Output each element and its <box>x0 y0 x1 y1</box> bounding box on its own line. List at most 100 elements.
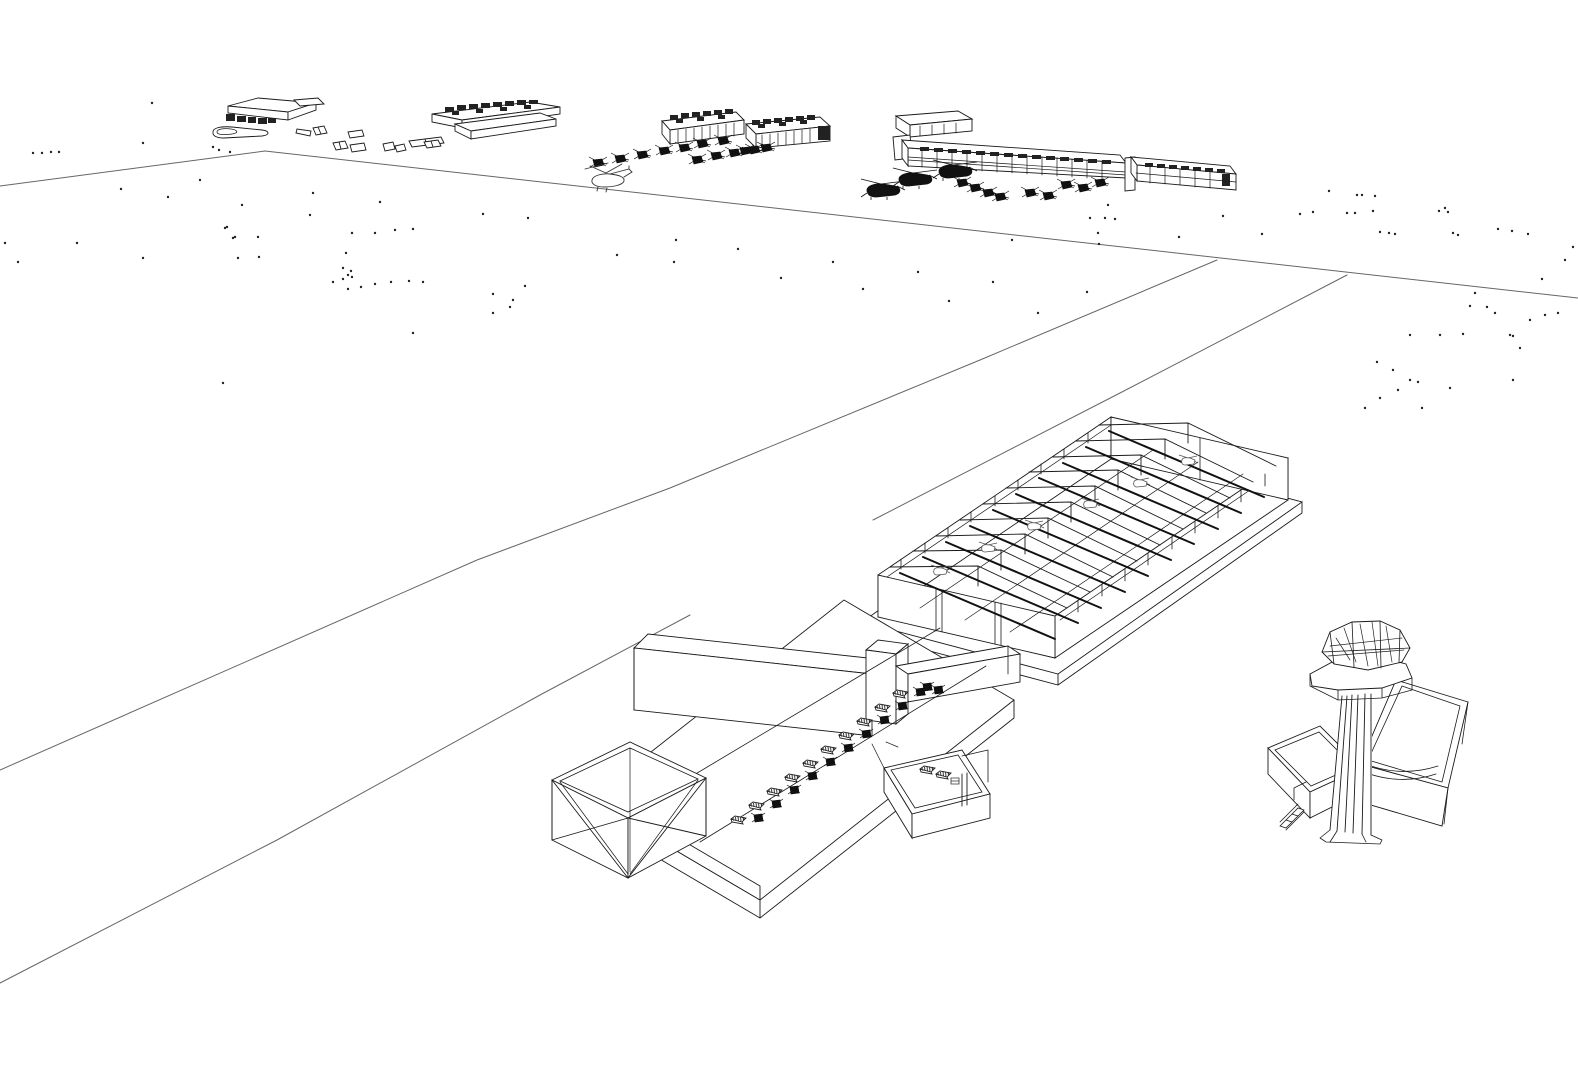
terrain-speck <box>1518 346 1522 350</box>
parked-helicopter <box>1020 186 1040 198</box>
yard-crate <box>873 703 891 713</box>
terrain-speck <box>1496 227 1500 231</box>
terrain-speck <box>1563 258 1567 262</box>
parked-helicopter <box>674 141 694 153</box>
terrain-speck <box>1556 311 1560 315</box>
parked-helicopter <box>706 149 726 161</box>
terrain-speck <box>233 235 237 239</box>
apron-horizon-edge <box>0 150 1578 299</box>
terrain-speck <box>228 150 232 154</box>
bldg-a-side <box>661 119 671 146</box>
terrain-speck <box>1327 189 1331 193</box>
bldg-a-roof-units <box>670 109 733 123</box>
terrain-speck <box>736 247 740 251</box>
yard-crate <box>729 815 747 825</box>
yard-crate <box>855 717 873 727</box>
terrain-speck <box>1298 212 1302 216</box>
terrain-speck <box>1085 290 1089 294</box>
terrain-speck <box>1345 211 1349 215</box>
terrain-speck <box>3 241 7 245</box>
terrain-speck <box>1540 277 1544 281</box>
parked-helicopter <box>1038 189 1058 201</box>
terrain-speck <box>1408 333 1412 337</box>
terrain-speck <box>341 277 345 281</box>
terrain-speck <box>916 270 920 274</box>
access-stairs <box>1279 803 1305 831</box>
tower-shaft-body <box>1330 694 1372 836</box>
yard-helicopter <box>840 742 856 753</box>
parked-helicopter <box>756 141 776 153</box>
parked-helicopter <box>952 176 972 188</box>
terrain-speck <box>1473 291 1477 295</box>
terrain-speck <box>231 236 235 240</box>
terrain-speck <box>1177 235 1181 239</box>
slab2-side <box>470 118 557 140</box>
yard-crate <box>819 745 837 755</box>
roof-truss-2-rafter <box>922 556 1079 624</box>
terrain-speck <box>491 311 495 315</box>
yard-platform-connector <box>871 741 899 769</box>
yard-crate <box>801 759 819 769</box>
terrain-speck <box>350 231 354 235</box>
pavilion-x-braces <box>551 777 707 879</box>
yard-crate <box>891 689 909 699</box>
parked-helicopter <box>610 152 630 164</box>
terrain-speck <box>1387 231 1391 235</box>
terrain-speck <box>166 195 170 199</box>
terrain-speck <box>481 212 485 216</box>
parked-helicopter <box>692 137 712 149</box>
terrain-speck <box>240 203 244 207</box>
roof-truss-6-rafter <box>1015 493 1172 561</box>
terminal-roof-dashes <box>920 147 1111 164</box>
parked-helicopter-large <box>860 178 906 200</box>
yard-wall-block-side <box>895 643 909 725</box>
terrain-speck <box>344 251 348 255</box>
terrain-speck <box>119 187 123 191</box>
terrain-speck <box>341 266 345 270</box>
parked-helicopter <box>1090 176 1110 188</box>
terrain-speck <box>1373 194 1377 198</box>
parked-helicopter <box>990 190 1010 202</box>
terrain-speck <box>256 235 260 239</box>
terrain-speck <box>198 178 202 182</box>
taxiway-edge-a <box>0 259 1218 771</box>
roof-truss-5-rafter <box>992 509 1149 577</box>
oval-pad-inner <box>216 128 238 135</box>
roof-truss-4 <box>959 517 1138 562</box>
terrain-speck <box>1493 311 1497 315</box>
terrain-speck <box>1355 193 1359 197</box>
hangar-helicopter <box>930 564 951 576</box>
platform-post <box>961 772 968 807</box>
slab1-roof-units <box>445 100 538 115</box>
terrain-speck <box>236 256 240 260</box>
terrain-speck <box>831 260 835 264</box>
small-shed-5 <box>349 142 367 153</box>
terrain-speck <box>49 150 53 154</box>
terrain-speck <box>1378 396 1382 400</box>
roof-truss-1-rafter <box>899 572 1056 640</box>
terrain-speck <box>373 282 377 286</box>
terrain-speck <box>523 284 527 288</box>
terrain-speck <box>1543 313 1547 317</box>
terrain-speck <box>359 285 363 289</box>
bldg-b-mullions <box>761 128 811 149</box>
terrain-speck <box>1451 231 1455 235</box>
terrain-speck <box>350 275 354 279</box>
terrain-speck <box>1438 333 1442 337</box>
roof-truss-8-rafter <box>1062 462 1219 530</box>
terrain-speck <box>141 256 145 260</box>
parked-helicopter <box>654 144 674 156</box>
platform-bracket <box>961 749 989 783</box>
yard-crate <box>747 801 765 811</box>
east-wing-mullions <box>1135 166 1237 189</box>
small-box <box>423 139 442 149</box>
terrain-speck <box>674 238 678 242</box>
yard-crate <box>837 731 855 741</box>
terrain-speck <box>1446 210 1450 214</box>
terrain-speck <box>16 260 20 264</box>
yard-wall-block-front <box>865 649 897 725</box>
terrain-speck <box>257 255 261 259</box>
parked-helicopter <box>1073 181 1093 193</box>
hangar-sw-pilasters <box>935 588 1002 646</box>
